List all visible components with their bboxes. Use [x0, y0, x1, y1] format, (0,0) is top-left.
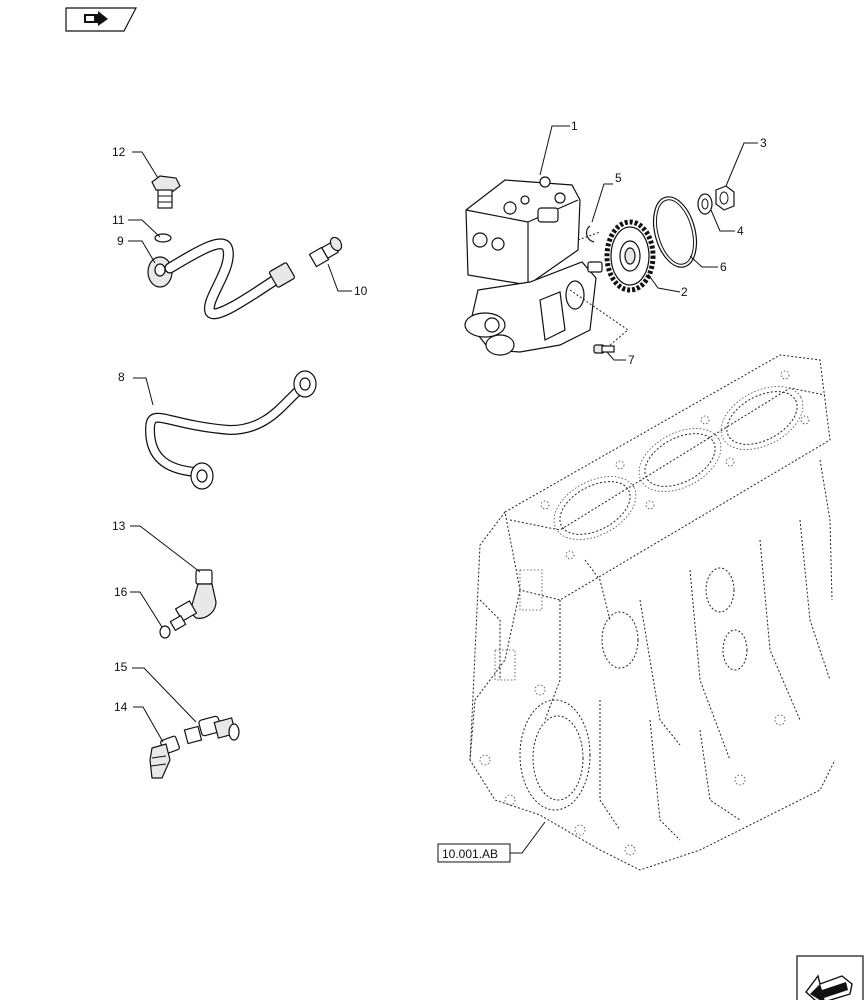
- callout-2: 2: [681, 285, 688, 299]
- callout-9: 9: [117, 234, 124, 248]
- snap-ring-part: [585, 225, 595, 243]
- callout-1: 1: [571, 119, 578, 133]
- callout-11: 11: [112, 213, 125, 227]
- reference-link-box[interactable]: 10.001.AB: [437, 843, 511, 863]
- callout-10: 10: [354, 284, 368, 298]
- callout-7: 7: [628, 353, 635, 367]
- oil-return-pipe-part: [144, 370, 317, 490]
- elbow-fitting-part: [169, 569, 217, 632]
- straight-fitting-part: [183, 715, 240, 745]
- callout-3: 3: [760, 136, 767, 150]
- nut-part: [715, 185, 735, 211]
- callout-12: 12: [112, 145, 126, 159]
- banjo-bolt-part: [151, 175, 181, 209]
- callout-4: 4: [737, 224, 744, 238]
- callout-16: 16: [114, 585, 128, 599]
- callout-6: 6: [720, 260, 727, 274]
- reference-link-label: 10.001.AB: [442, 847, 498, 861]
- callout-5: 5: [615, 171, 622, 185]
- fitting-connector-part: [308, 236, 343, 268]
- oil-pipe-part: [147, 238, 296, 320]
- callout-14: 14: [114, 700, 128, 714]
- engine-block-outline: [469, 354, 836, 871]
- o-ring-part: [159, 625, 171, 639]
- callout-8: 8: [118, 370, 125, 384]
- elbow-hose-fitting-part: [149, 735, 180, 779]
- bolt-part: [593, 344, 615, 354]
- callout-15: 15: [114, 660, 128, 674]
- arrow-return-icon[interactable]: [796, 955, 864, 1005]
- washer-part: [697, 193, 713, 215]
- leader-lines: [128, 125, 758, 854]
- hand-pointer-icon[interactable]: [65, 7, 137, 32]
- air-compressor-part: [464, 176, 603, 356]
- drive-gear-part: [604, 219, 656, 293]
- callout-13: 13: [112, 519, 126, 533]
